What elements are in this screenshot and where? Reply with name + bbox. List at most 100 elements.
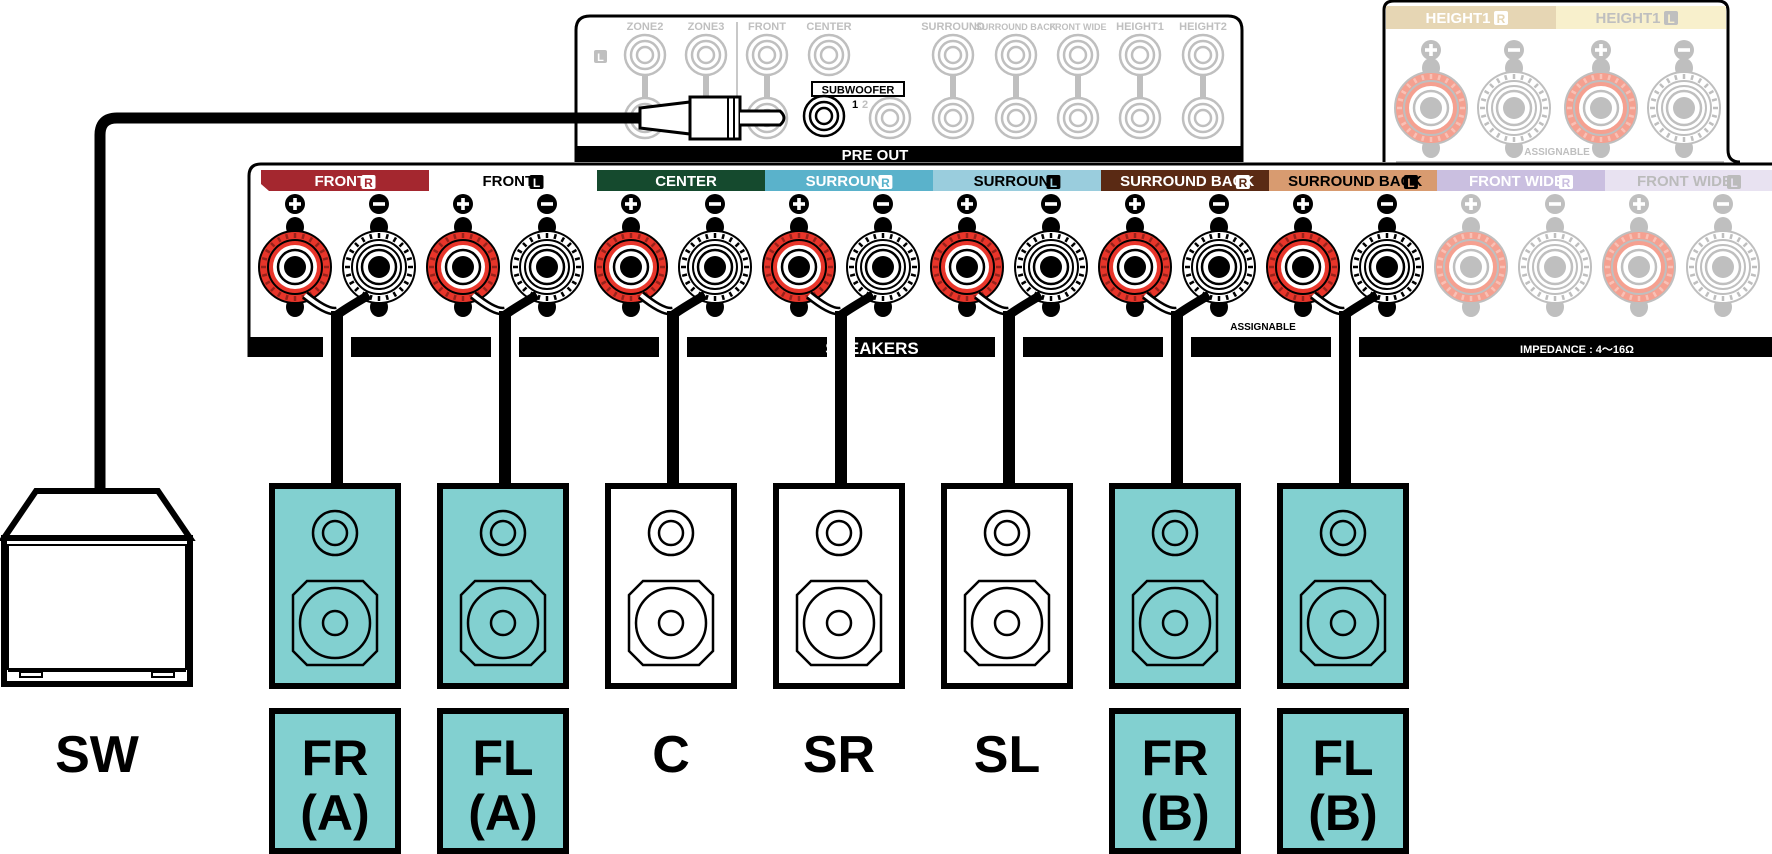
preout-jack-surround-back-top[interactable] bbox=[994, 33, 1038, 77]
preout-jack-surround-bottom[interactable] bbox=[931, 96, 975, 140]
minus-icon bbox=[1377, 194, 1397, 214]
plus-icon bbox=[1293, 194, 1313, 214]
plus-icon bbox=[789, 194, 809, 214]
speaker-label-sr: SR bbox=[803, 726, 875, 784]
terminal-surround-back-r-positive[interactable] bbox=[1098, 217, 1172, 317]
svg-text:HEIGHT1: HEIGHT1 bbox=[1595, 10, 1660, 27]
terminal-front-wide-l-negative[interactable] bbox=[1686, 217, 1760, 317]
preout-jack-surround-top[interactable] bbox=[931, 33, 975, 77]
terminal-surround-l-positive[interactable] bbox=[930, 217, 1004, 317]
terminal-center-positive[interactable] bbox=[594, 217, 668, 317]
impedance-label: IMPEDANCE : 4～16Ω bbox=[1520, 344, 1634, 356]
side-mark-l: L bbox=[529, 175, 544, 190]
minus-icon bbox=[1209, 194, 1229, 214]
terminal-surround-back-l-negative[interactable] bbox=[1350, 217, 1424, 317]
terminal-height1-l-positive[interactable] bbox=[1564, 58, 1638, 158]
preout-jack-front-wide-top[interactable] bbox=[1056, 33, 1100, 77]
speaker-sl[interactable] bbox=[941, 483, 1073, 689]
minus-icon bbox=[1545, 194, 1565, 214]
speaker-c[interactable] bbox=[605, 483, 737, 689]
minus-icon bbox=[369, 194, 389, 214]
speaker-cable bbox=[638, 291, 708, 486]
speaker-label-fr-b: FR(B) bbox=[1109, 708, 1241, 854]
terminal-surround-r-negative[interactable] bbox=[846, 217, 920, 317]
preout-jack-height1-bottom[interactable] bbox=[1118, 96, 1162, 140]
plus-icon bbox=[957, 194, 977, 214]
side-mark-r: R bbox=[1235, 175, 1250, 190]
minus-icon bbox=[1713, 194, 1733, 214]
preout-label-zone2: ZONE2 bbox=[627, 21, 664, 33]
terminal-surround-back-r-negative[interactable] bbox=[1182, 217, 1256, 317]
preout-jack-front-wide-bottom[interactable] bbox=[1056, 96, 1100, 140]
svg-text:(B): (B) bbox=[1308, 785, 1377, 841]
speaker-label-fl-a: FL(A) bbox=[437, 708, 569, 854]
side-mark-l: L bbox=[1403, 175, 1418, 190]
woofer-icon bbox=[627, 579, 715, 667]
svg-text:R: R bbox=[881, 176, 890, 190]
terminal-center-negative[interactable] bbox=[678, 217, 752, 317]
preout-title: PRE OUT bbox=[842, 147, 909, 164]
terminal-front-l-negative[interactable] bbox=[510, 217, 584, 317]
woofer-icon bbox=[291, 579, 379, 667]
terminal-surround-r-positive[interactable] bbox=[762, 217, 836, 317]
preout-jack-zone3-top[interactable] bbox=[684, 33, 728, 77]
woofer-icon bbox=[1299, 579, 1387, 667]
preout-jack-height2-bottom[interactable] bbox=[1181, 96, 1225, 140]
speaker-sw[interactable] bbox=[0, 488, 196, 687]
terminal-front-wide-r-negative[interactable] bbox=[1518, 217, 1592, 317]
svg-text:SURROUND BACK: SURROUND BACK bbox=[1120, 173, 1254, 190]
svg-text:L: L bbox=[1407, 176, 1414, 190]
preout-jack-link bbox=[1075, 75, 1081, 98]
terminal-front-l-positive[interactable] bbox=[426, 217, 500, 317]
svg-text:(B): (B) bbox=[1140, 785, 1209, 841]
preout-jack-center-top[interactable] bbox=[807, 33, 851, 77]
svg-text:R: R bbox=[364, 176, 373, 190]
terminal-surround-l-negative[interactable] bbox=[1014, 217, 1088, 317]
speaker-cable bbox=[974, 291, 1044, 486]
speaker-sr[interactable] bbox=[773, 483, 905, 689]
preout-jack-link bbox=[1013, 75, 1019, 98]
speaker-fl-a[interactable] bbox=[437, 483, 569, 689]
tweeter-icon bbox=[311, 509, 359, 557]
preout-label-center: CENTER bbox=[806, 21, 851, 33]
plus-icon bbox=[1629, 194, 1649, 214]
preout-jack-surround-back-bottom[interactable] bbox=[994, 96, 1038, 140]
speaker-fl-b[interactable] bbox=[1277, 483, 1409, 689]
speaker-label-fl-b: FL(B) bbox=[1277, 708, 1409, 854]
svg-text:FRONT: FRONT bbox=[483, 173, 535, 190]
terminal-front-wide-r-positive[interactable] bbox=[1434, 217, 1508, 317]
preout-jack-link bbox=[1200, 75, 1206, 98]
plus-icon bbox=[1461, 194, 1481, 214]
svg-text:FL: FL bbox=[1312, 730, 1373, 786]
terminal-surround-back-l-positive[interactable] bbox=[1266, 217, 1340, 317]
terminal-front-wide-l-positive[interactable] bbox=[1602, 217, 1676, 317]
preout-jack-height2-top[interactable] bbox=[1181, 33, 1225, 77]
preout-jack-height1-top[interactable] bbox=[1118, 33, 1162, 77]
terminal-front-r-negative[interactable] bbox=[342, 217, 416, 317]
assignable-note: ASSIGNABLE bbox=[1230, 322, 1296, 333]
terminal-height1-r-negative[interactable] bbox=[1477, 58, 1551, 158]
minus-icon bbox=[705, 194, 725, 214]
preout-jack-front-top[interactable] bbox=[745, 33, 789, 77]
speaker-fr-a[interactable] bbox=[269, 483, 401, 689]
terminal-front-r-positive[interactable] bbox=[258, 217, 332, 317]
side-mark-r: R bbox=[1494, 11, 1508, 26]
preout-jack-zone2-top[interactable] bbox=[623, 33, 667, 77]
svg-text:FR: FR bbox=[302, 730, 369, 786]
terminal-height1-l-negative[interactable] bbox=[1647, 58, 1721, 158]
subwoofer-jack-2[interactable] bbox=[868, 96, 912, 140]
terminal-height1-r-positive[interactable] bbox=[1394, 58, 1468, 158]
subwoofer-jack-1[interactable] bbox=[802, 94, 846, 138]
plus-icon bbox=[1421, 40, 1441, 60]
speaker-fr-b[interactable] bbox=[1109, 483, 1241, 689]
svg-text:R: R bbox=[1239, 176, 1248, 190]
subwoofer-cable bbox=[94, 95, 786, 490]
woofer-icon bbox=[459, 579, 547, 667]
plus-icon bbox=[1591, 40, 1611, 60]
